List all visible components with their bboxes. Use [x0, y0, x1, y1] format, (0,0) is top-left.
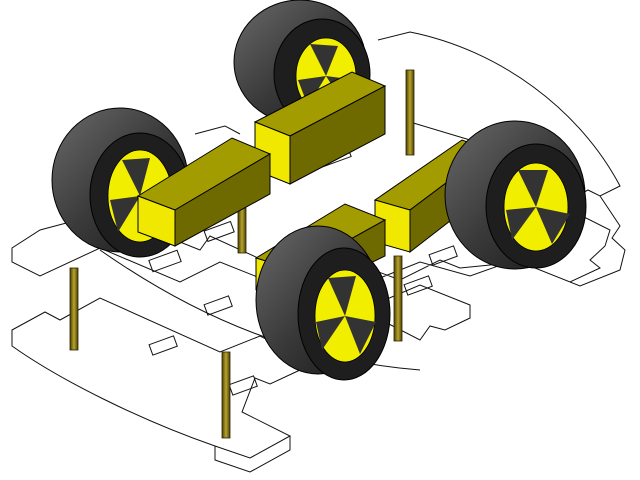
- standoff: [69, 267, 79, 351]
- wheel-front-right: [255, 225, 391, 381]
- standoff: [393, 255, 403, 342]
- motor-front-left: [136, 137, 272, 247]
- standoff: [221, 351, 231, 439]
- standoffs: [69, 69, 415, 439]
- wheel-rear-right: [444, 120, 587, 270]
- standoff: [405, 69, 415, 156]
- standoff: [237, 207, 247, 254]
